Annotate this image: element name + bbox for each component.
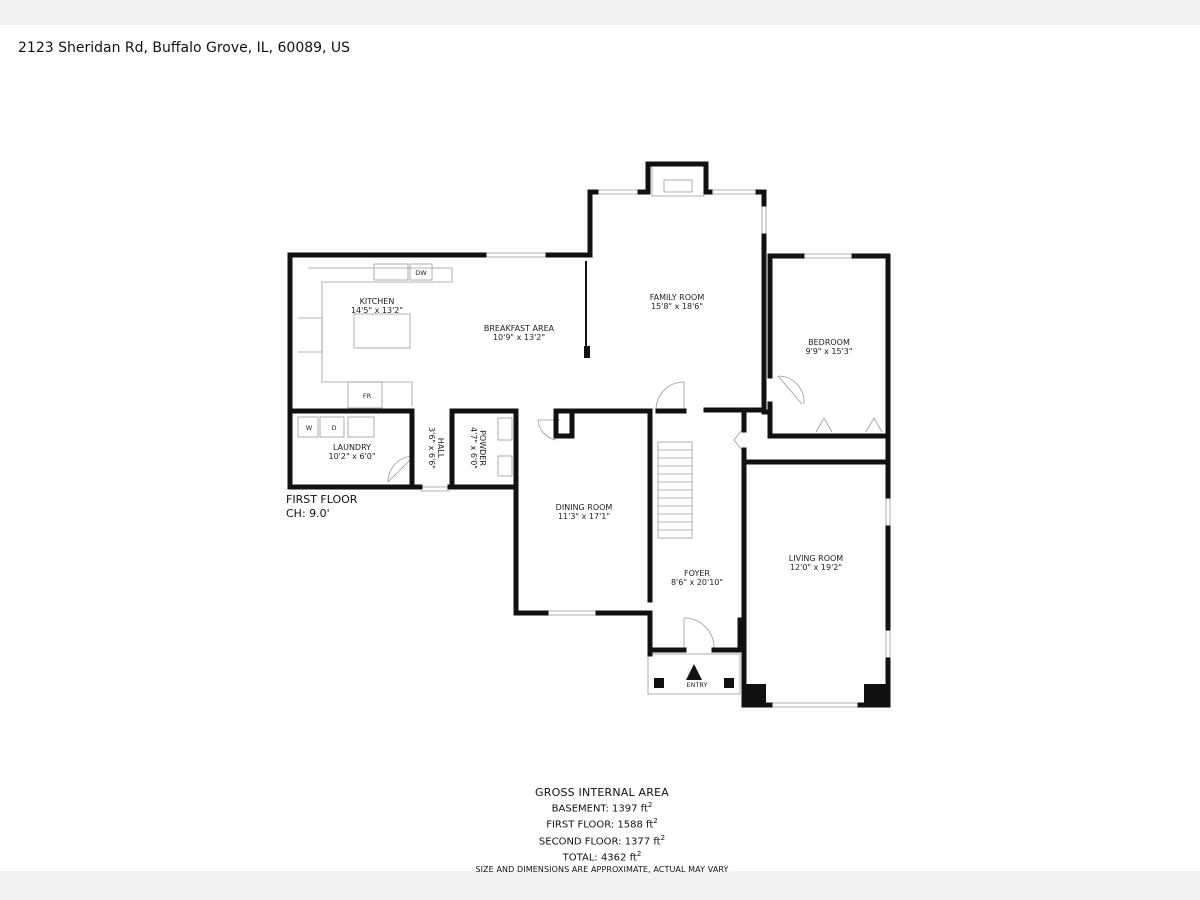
window-hall xyxy=(420,486,450,492)
window-family-east xyxy=(761,204,767,236)
wall-dining-north xyxy=(553,408,687,603)
room-name-powder: POWDER xyxy=(478,430,487,466)
room-dims-family: 15'8" x 18'6" xyxy=(651,302,703,311)
wall-dining-closet xyxy=(553,408,575,439)
door-entry xyxy=(683,617,715,651)
washer-label: W xyxy=(306,424,313,432)
windows xyxy=(287,189,891,708)
room-name-bedroom: BEDROOM xyxy=(808,338,850,347)
floor-name: FIRST FLOOR xyxy=(286,493,358,506)
column-porch-right xyxy=(724,678,734,688)
area-title: GROSS INTERNAL AREA xyxy=(535,786,669,799)
column-bay-left xyxy=(742,684,766,706)
fridge-label: FR xyxy=(363,392,372,400)
wall-kitchen-north xyxy=(545,201,593,258)
window-living-lower xyxy=(885,628,891,660)
room-name-laundry: LAUNDRY xyxy=(333,443,371,452)
room-name-breakfast: BREAKFAST AREA xyxy=(484,324,555,333)
wall-bedroom xyxy=(741,253,891,465)
column-porch-left xyxy=(654,678,664,688)
window-bedroom xyxy=(802,253,854,259)
staircase xyxy=(657,441,693,539)
kitchen-counter xyxy=(308,267,453,406)
stove xyxy=(298,317,323,353)
room-name-family: FAMILY ROOM xyxy=(650,293,705,302)
room-name-living: LIVING ROOM xyxy=(789,554,844,563)
wall-family-nw xyxy=(587,189,599,207)
entry-porch xyxy=(647,653,741,695)
room-dims-bedroom: 9'9" x 15'3" xyxy=(805,347,852,356)
fireplace xyxy=(651,165,705,197)
powder-sink xyxy=(497,455,513,477)
powder-toilet xyxy=(497,417,513,441)
washer xyxy=(297,416,319,438)
entry-label: ENTRY xyxy=(686,681,707,689)
room-name-kitchen: KITCHEN xyxy=(360,297,395,306)
window-family-right xyxy=(710,189,758,195)
window-dining xyxy=(546,610,598,616)
doors xyxy=(387,375,805,651)
refrigerator xyxy=(347,381,383,409)
wall-entry xyxy=(647,617,743,653)
property-address: 2123 Sheridan Rd, Buffalo Grove, IL, 600… xyxy=(18,40,351,56)
area-basement: BASEMENT: 1397 ft2 xyxy=(551,801,653,815)
wall-dining xyxy=(513,408,653,657)
wall-bedroom-west xyxy=(767,253,891,439)
wall-living xyxy=(741,459,891,708)
dishwasher xyxy=(409,263,433,281)
room-name-dining: DINING ROOM xyxy=(556,503,613,512)
ceiling-height: CH: 9.0' xyxy=(286,507,330,520)
room-dims-kitchen: 14'5" x 13'2" xyxy=(351,306,403,315)
area-second-floor: SECOND FLOOR: 1377 ft2 xyxy=(538,833,666,847)
walls xyxy=(287,161,891,708)
window-family-left xyxy=(596,189,640,195)
room-name-foyer: FOYER xyxy=(684,569,710,578)
door-bedroom xyxy=(777,375,805,405)
door-family-hall xyxy=(655,381,685,411)
room-dims-powder: 4'7" x 6'0" xyxy=(469,427,478,469)
kitchen-sink xyxy=(373,263,409,281)
closet-doors xyxy=(815,417,883,433)
columns xyxy=(584,346,888,706)
kitchen-island xyxy=(353,313,411,349)
staircase-treads xyxy=(658,449,692,531)
area-total: TOTAL: 4362 ft2 xyxy=(562,849,642,864)
room-name-hall: HALL xyxy=(436,438,445,459)
fixtures xyxy=(297,165,883,695)
wall-west xyxy=(287,252,487,490)
window-kitchen xyxy=(484,252,548,258)
window-living-upper xyxy=(885,496,891,528)
door-closet xyxy=(733,429,743,451)
laundry-sink xyxy=(347,416,375,438)
column-bay-right xyxy=(864,684,888,706)
room-dims-breakfast: 10'9" x 13'2" xyxy=(493,333,545,342)
entry-arrow-icon xyxy=(686,664,702,680)
room-dims-dining: 11'3" x 17'1" xyxy=(558,512,610,521)
room-labels: KITCHEN 14'5" x 13'2" BREAKFAST AREA 10'… xyxy=(328,293,852,587)
room-dims-foyer: 8'6" x 20'10" xyxy=(671,578,723,587)
gross-internal-area: GROSS INTERNAL AREA BASEMENT: 1397 ft2 F… xyxy=(452,786,752,874)
appliance-labels: DW FR W D ENTRY xyxy=(306,269,708,689)
column-breakfast xyxy=(584,346,590,358)
wall-service xyxy=(287,408,519,490)
floor-label: FIRST FLOOR CH: 9.0' xyxy=(286,493,358,520)
fireplace-hearth xyxy=(663,179,693,193)
wall-fireplace xyxy=(637,161,713,195)
dryer xyxy=(319,416,345,438)
plan-sheet xyxy=(0,25,1200,871)
dishwasher-label: DW xyxy=(415,269,427,277)
dryer-label: D xyxy=(331,424,336,432)
room-dims-living: 12'0" x 19'2" xyxy=(790,563,842,572)
area-first-floor: FIRST FLOOR: 1588 ft2 xyxy=(546,817,658,831)
room-dims-hall: 3'6" x 6'6" xyxy=(427,427,436,469)
area-disclaimer: SIZE AND DIMENSIONS ARE APPROXIMATE, ACT… xyxy=(475,865,729,875)
room-dims-laundry: 10'2" x 6'0" xyxy=(328,452,375,461)
window-living-bay xyxy=(770,702,860,708)
wall-family-ne xyxy=(755,189,767,207)
